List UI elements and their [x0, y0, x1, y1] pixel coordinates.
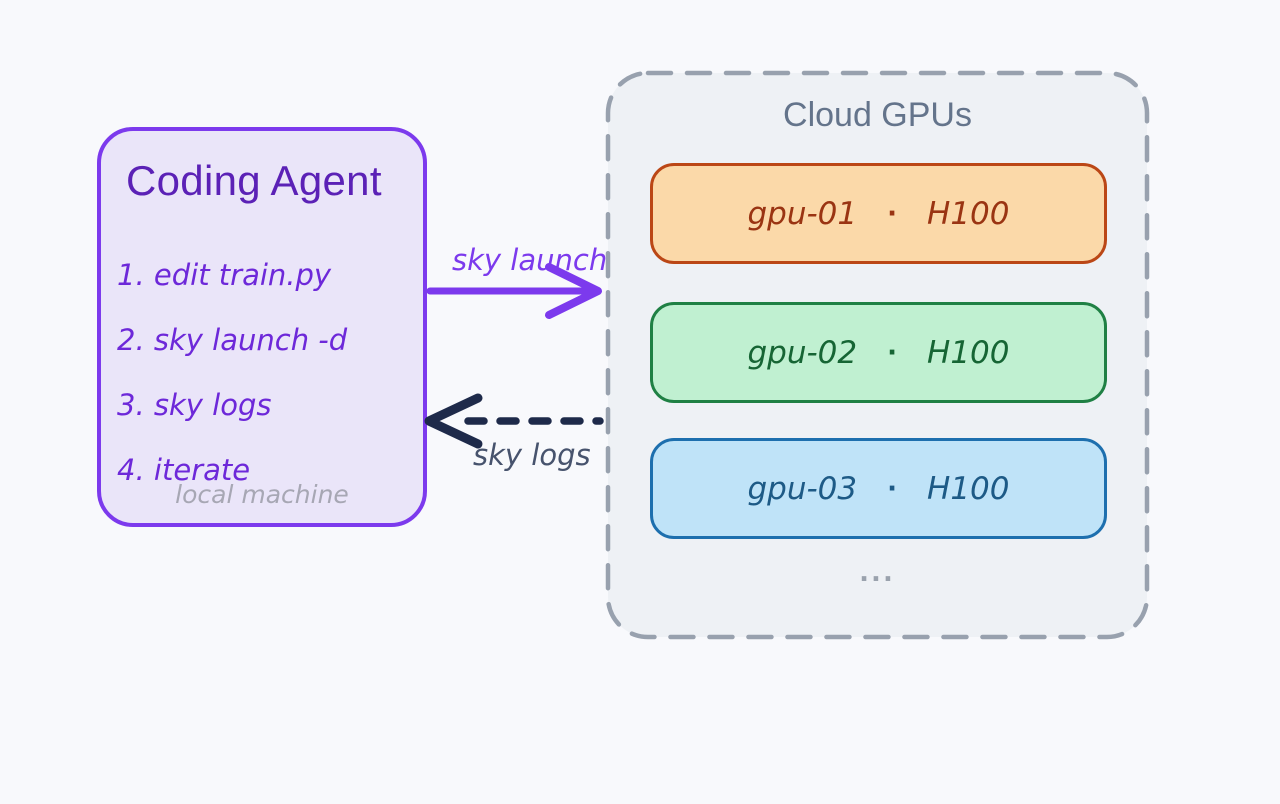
step-sky-logs: 3. sky logs: [117, 388, 272, 422]
gpu-01-accelerator: H100: [927, 195, 1010, 232]
local-machine-caption: local machine: [175, 480, 349, 509]
gpu-02-name: gpu-02: [747, 334, 858, 371]
gpu-01-name: gpu-01: [747, 195, 858, 232]
more-gpus-ellipsis: ...: [859, 552, 896, 588]
coding-agent-steps: 1. edit train.py 2. sky launch -d 3. sky…: [117, 243, 417, 503]
step-iterate: 4. iterate: [117, 453, 251, 487]
gpu-03-accelerator: H100: [927, 470, 1010, 507]
gpu-node-03: gpu-03 · H100: [650, 438, 1107, 539]
gpu-02-separator: ·: [887, 337, 898, 368]
gpu-node-02: gpu-02 · H100: [650, 302, 1107, 403]
gpu-03-name: gpu-03: [747, 470, 858, 507]
sky-launch-label: sky launch: [452, 243, 608, 277]
cloud-gpus-container: Cloud GPUs gpu-01 · H100 gpu-02 · H100 g…: [605, 70, 1150, 640]
cloud-gpus-title: Cloud GPUs: [783, 96, 972, 134]
gpu-02-accelerator: H100: [927, 334, 1010, 371]
coding-agent-box: Coding Agent 1. edit train.py 2. sky lau…: [97, 127, 427, 527]
step-edit-train: 1. edit train.py: [117, 258, 332, 292]
coding-agent-title: Coding Agent: [126, 157, 382, 204]
gpu-01-separator: ·: [887, 198, 898, 229]
gpu-node-01: gpu-01 · H100: [650, 163, 1107, 264]
step-sky-launch: 2. sky launch -d: [117, 323, 348, 357]
gpu-03-separator: ·: [887, 473, 898, 504]
sky-logs-label: sky logs: [473, 438, 591, 472]
